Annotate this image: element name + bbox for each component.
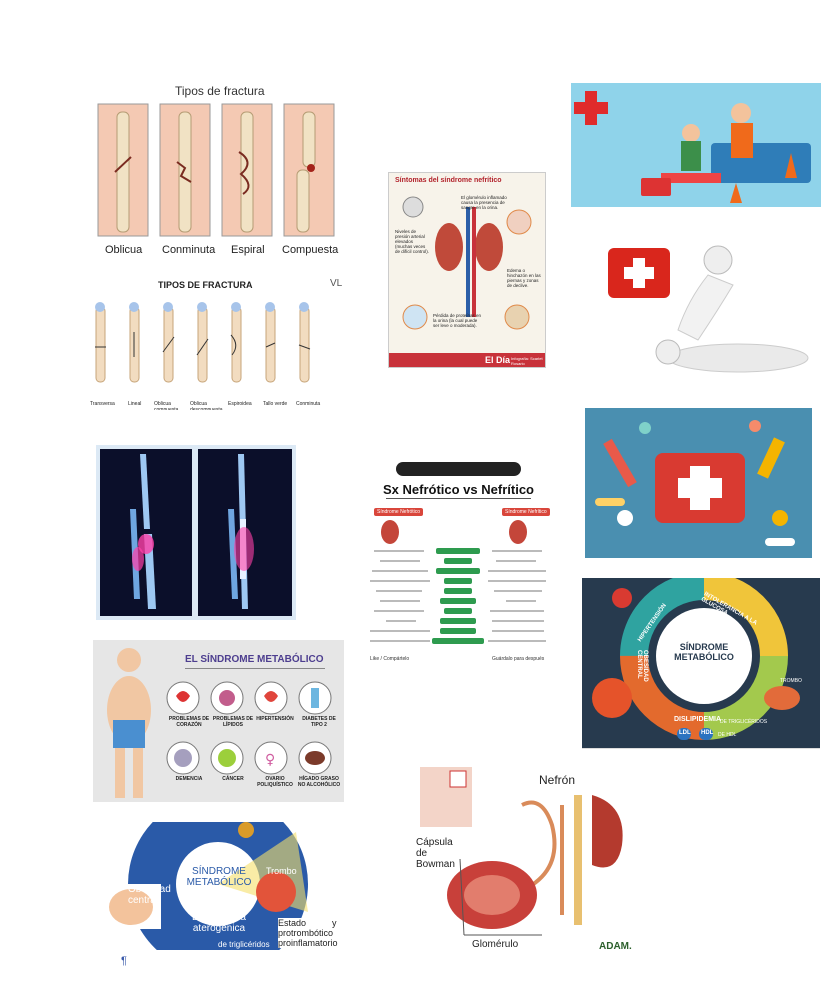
bones-label-5: Tallo verde (263, 401, 288, 407)
nephritic-note-0: El glomérulo inflamado causa la presenci… (461, 195, 507, 210)
wheel-hdl: HDL (701, 730, 714, 736)
leg-compuesta (283, 103, 335, 237)
nephritic-note-3: Pérdida de proteínas en la orina (la cua… (433, 313, 482, 328)
fracture-label-2: Espiral (231, 244, 265, 256)
nephritic-credit: Infografía: Scarlet Rosario (511, 356, 543, 366)
wheel2-graphic (106, 822, 350, 950)
nephron-graphic (420, 767, 623, 936)
sx-footer-left: Like / Compártelo (370, 656, 410, 662)
wheel-hdl-text: DE HDL (718, 732, 737, 738)
nephron-label-nefron: Nefrón (539, 773, 576, 787)
nephritic-note-1: Niveles de presión arterial elevados (mu… (395, 229, 430, 254)
medical-kit-illustration (585, 408, 812, 558)
xray-right-panel (198, 449, 292, 616)
metabolic-syndrome-wheel: SÍNDROME METABÓLICO HIPERTENSIÓN INTOLER… (582, 578, 820, 762)
metabolic-syndrome-grid: EL SÍNDROME METABÓLICO ♀ PROBLEMAS DE CO… (93, 640, 344, 802)
paragraph-mark: ¶ (121, 955, 127, 967)
sx-kidneys (381, 520, 527, 544)
bones-label-1: Lineal (128, 401, 142, 407)
metabolic-syndrome-wheel-2: SÍNDROME METABÓLICO Obesidad central Tro… (106, 822, 350, 950)
leg-oblicua (97, 103, 149, 237)
sx-top-bar (396, 462, 521, 476)
medical-kit-graphic (595, 420, 795, 546)
fracture-label-3: Compuesta (282, 244, 339, 256)
wheel-trig: DE TRIGLICÉRIDOS (720, 719, 768, 725)
bones-title: TIPOS DE FRACTURA (158, 280, 253, 290)
nephritic-title: Síntomas del síndrome nefrítico (395, 177, 502, 184)
nephritic-brand: El Día (485, 355, 511, 365)
metabolic-item-3: DIABETES DE TIPO 2 (302, 716, 336, 728)
metabolic-icons: ♀ (166, 681, 332, 775)
fracture-types-illustration: Tipos de fractura Oblicua Conminuta Espi… (95, 84, 340, 262)
fracture-title: Tipos de fractura (175, 84, 265, 98)
wheel-ldl: LDL (679, 730, 691, 736)
nephron-label-glomerulo: Glomérulo (472, 939, 519, 950)
nephron-anatomy-illustration: Nefrón Cápsula de Bowman Glomérulo ADAM. (412, 765, 652, 957)
nephritic-footer-bar: El Día Infografía: Scarlet Rosario (389, 353, 545, 367)
leg-conminuta (159, 103, 211, 237)
nephrotic-vs-nephritic-chart: Sx Nefrótico vs Nefrítico Síndrome Nefró… (366, 462, 551, 662)
metabolic-item-4: DEMENCIA (175, 776, 203, 782)
wheel2-obesidad: Obesidad central (128, 884, 171, 906)
metabolic-item-1: PROBLEMAS DE LÍPIDOS (212, 716, 254, 728)
wheel-center: SÍNDROME METABÓLICO (674, 642, 734, 662)
nephron-adam-logo: ADAM. (599, 941, 632, 952)
nephron-label-capsula: Cápsula de Bowman (416, 837, 455, 870)
ambulance-graphic (574, 91, 811, 203)
fracture-label-0: Oblicua (105, 244, 143, 256)
metabolic-item-0: PROBLEMAS DE CORAZÓN (168, 716, 210, 728)
wheel-graphic (592, 578, 800, 740)
sx-title: Sx Nefrótico vs Nefrítico (383, 482, 534, 497)
nephritic-note-2: Edema o hinchazón en las piernas y zonas… (507, 268, 541, 288)
wheel2-center: SÍNDROME METABÓLICO (186, 866, 252, 888)
fracture-types-bones: TIPOS DE FRACTURA VL Transversa Lineal (88, 275, 348, 410)
bones-label-6: Conminuta (296, 401, 321, 407)
sx-left-label: Síndrome Nefrótico (374, 508, 424, 516)
wheel-segment-3: OBESIDAD CENTRAL (636, 650, 648, 682)
bones-corner-mark: VL (330, 278, 343, 289)
cpr-graphic (608, 245, 809, 373)
fracture-label-1: Conminuta (162, 244, 216, 256)
svg-text:♀: ♀ (265, 752, 275, 768)
sx-right-label: Síndrome Nefrítico (502, 508, 550, 516)
metabolic-title: EL SÍNDROME METABÓLICO (185, 654, 324, 665)
wheel2-trig: de triglicéridos (218, 940, 270, 949)
xray-fracture-image (96, 445, 296, 620)
sx-rows-graphic (370, 548, 546, 644)
fracture-legs-graphic (97, 103, 335, 237)
bones-label-4: Espiroidea (228, 401, 252, 407)
kidney-graphic (402, 196, 532, 330)
metabolic-item-7: HÍGADO GRASO NO ALCOHÓLICO (297, 776, 341, 788)
wheel-segment-2: DISLIPIDEMIA (674, 716, 722, 723)
wheel-footer-strip (582, 748, 820, 762)
bones-row-graphic (95, 302, 311, 383)
first-aid-cpr-illustration (608, 240, 820, 385)
metabolic-item-6: OVARIO POLIQUÍSTICO (257, 776, 293, 788)
bones-label-2: Oblicua compuesta (154, 401, 179, 410)
bones-label-0: Transversa (90, 401, 115, 407)
wheel2-estado: Estado protrombótico proinflamatorio (278, 918, 350, 948)
leg-espiral (221, 103, 273, 237)
first-aid-ambulance-illustration (571, 83, 821, 207)
wheel2-dislipidemia: Dislipidemia aterogénica (192, 912, 246, 934)
sx-footer-right: Guárdalo para después (492, 656, 545, 662)
nephritic-symptoms-infographic: Síntomas del síndrome nefrítico El glomé… (388, 172, 546, 368)
wheel2-y: y (332, 918, 337, 928)
man-figure (107, 648, 151, 798)
metabolic-item-5: CÁNCER (222, 776, 244, 782)
wheel-trombo: TROMBO (780, 678, 802, 684)
bones-label-3: Oblicua descompuesta (190, 401, 223, 410)
metabolic-item-2: HIPERTENSIÓN (256, 716, 294, 722)
xray-left-panel (100, 449, 192, 616)
wheel2-trombo: Trombo (266, 866, 297, 876)
